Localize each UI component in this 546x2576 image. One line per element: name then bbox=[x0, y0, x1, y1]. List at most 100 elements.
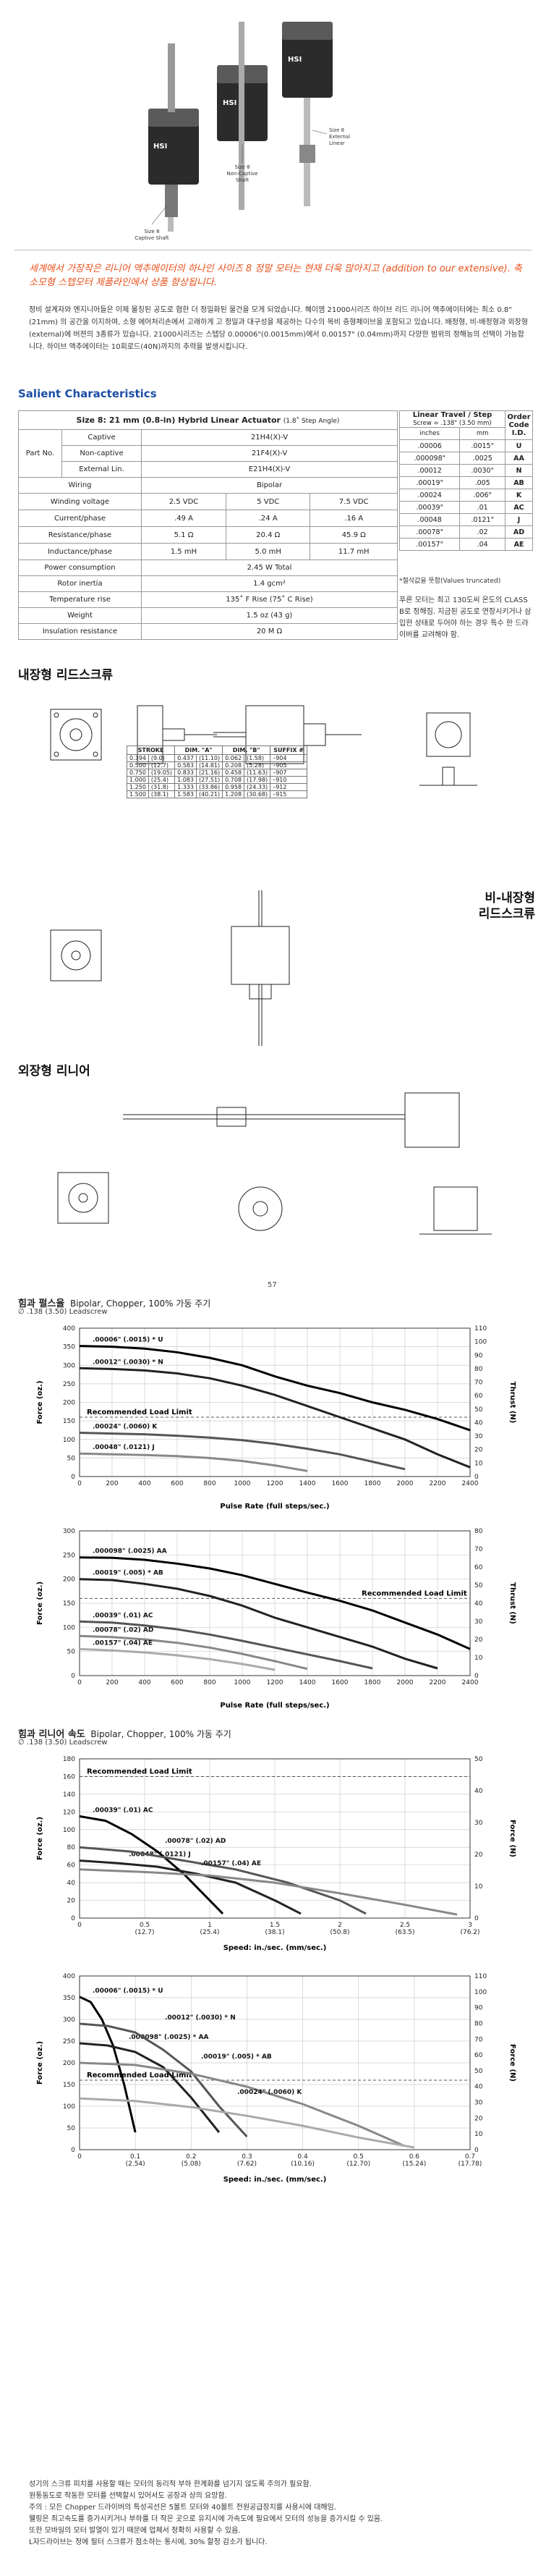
series-label: .000098" (.0025) AA bbox=[93, 1548, 167, 1555]
x-tick-label: 2400 bbox=[462, 1679, 479, 1686]
series-line bbox=[79, 1432, 406, 1471]
x-axis-label: Speed: in./sec. (mm/sec.) bbox=[223, 1944, 327, 1952]
x-tick-label: 800 bbox=[203, 1480, 216, 1487]
x-tick-label: 1400 bbox=[299, 1480, 316, 1487]
load-limit-label: Recommended Load Limit bbox=[362, 1589, 467, 1597]
y2-tick-label: 30 bbox=[474, 1433, 483, 1440]
y-tick-label: 140 bbox=[63, 1791, 75, 1799]
y2-tick-label: 10 bbox=[474, 1655, 483, 1662]
y-tick-label: 180 bbox=[63, 1756, 75, 1763]
y2-tick-label: 30 bbox=[474, 1820, 483, 1827]
x-tick-label: 3 bbox=[468, 1922, 472, 1929]
x-tick-label: 400 bbox=[138, 1679, 150, 1686]
y2-tick-label: 30 bbox=[474, 1618, 483, 1626]
y2-tick-label: 90 bbox=[474, 1352, 483, 1359]
series-line bbox=[79, 1345, 471, 1432]
series-line bbox=[79, 1859, 302, 1915]
footer-line: 성기의 스크류 피치를 사용할 때는 모터의 동리적 부하 한계화를 넘기지 않… bbox=[29, 2480, 312, 2488]
y2-tick-label: 70 bbox=[474, 2036, 483, 2043]
series-line bbox=[79, 1815, 224, 1914]
thrust-chart-1: 0501001502002503003504000102030405060708… bbox=[36, 1325, 516, 1511]
y-tick-label: 250 bbox=[63, 2038, 75, 2045]
y2-tick-label: 50 bbox=[474, 2068, 483, 2075]
y2-axis-label: Thrust (N) bbox=[508, 1382, 516, 1424]
y-tick-label: 300 bbox=[63, 2017, 75, 2024]
x-tick-label: 200 bbox=[106, 1679, 118, 1686]
x-tick-label: 1800 bbox=[364, 1480, 381, 1487]
x-tick-label: 2200 bbox=[430, 1679, 446, 1686]
x-tick-label: (12.70) bbox=[346, 2161, 370, 2168]
x-tick-label: 0 bbox=[77, 2153, 82, 2161]
intro-body: 정비 설계자와 엔지니어들은 이제 몰칭된 공도로 협한 더 정밀화된 물건을 … bbox=[29, 306, 528, 351]
y2-tick-label: 40 bbox=[474, 1600, 483, 1608]
series-label: .00078" (.02) AD bbox=[165, 1838, 226, 1845]
y-tick-label: 150 bbox=[63, 2082, 75, 2089]
y-tick-label: 300 bbox=[63, 1528, 75, 1535]
y2-tick-label: 20 bbox=[474, 1637, 483, 1644]
y-tick-label: 200 bbox=[63, 2060, 75, 2067]
x-tick-label: 0.7 bbox=[465, 2153, 475, 2161]
x-tick-label: 1000 bbox=[234, 1480, 251, 1487]
y2-tick-label: 0 bbox=[474, 1673, 479, 1680]
y-axis-label: Force (oz.) bbox=[36, 1817, 44, 1860]
y2-tick-label: 40 bbox=[474, 1788, 483, 1795]
footer-line: 주의 : 모든 Chopper 드라이버의 특성곡선은 5볼트 모터와 40볼트… bbox=[29, 2504, 336, 2512]
y2-tick-label: 10 bbox=[474, 1883, 483, 1891]
x-tick-label: (63.5) bbox=[395, 1929, 414, 1936]
x-tick-label: 2200 bbox=[430, 1480, 446, 1487]
x-tick-label: 0 bbox=[77, 1922, 82, 1929]
x-tick-label: 200 bbox=[106, 1480, 118, 1487]
series-label: .000098" (.0025) * AA bbox=[129, 2034, 208, 2041]
x-tick-label: 0.6 bbox=[409, 2153, 420, 2161]
x-tick-label: 2 bbox=[338, 1922, 342, 1929]
x-tick-label: 2400 bbox=[462, 1480, 479, 1487]
y2-tick-label: 100 bbox=[474, 1339, 487, 1346]
x-tick-label: (50.8) bbox=[330, 1929, 349, 1936]
intro-lead: 세계에서 가장작은 리니어 액추에이터의 하나인 사이즈 8 정말 모터는 현재… bbox=[29, 263, 522, 288]
y2-tick-label: 10 bbox=[474, 1460, 483, 1467]
y-tick-label: 50 bbox=[67, 1455, 76, 1462]
linear-travel-row: .00024.006"K bbox=[398, 489, 533, 502]
y2-tick-label: 20 bbox=[474, 1851, 483, 1859]
x-tick-label: 800 bbox=[203, 1679, 216, 1686]
thrust-chart-title: 힘과 펄스율 Bipolar, Chopper, 100% 가동 주기 bbox=[18, 1298, 211, 1309]
y2-tick-label: 0 bbox=[474, 1474, 479, 1481]
x-tick-label: (12.7) bbox=[135, 1929, 154, 1936]
stroke-row: 0.750(19.05)0.833(21.16)0.458(11.63)–907 bbox=[127, 769, 308, 777]
footer-line: L자드라이브는 정에 필터 스크류가 점소하는 통시에, 30% 할정 감소가 … bbox=[29, 2538, 268, 2546]
series-line bbox=[79, 1367, 471, 1469]
series-line bbox=[79, 1578, 438, 1670]
y2-tick-label: 10 bbox=[474, 2131, 483, 2138]
y2-tick-label: 60 bbox=[474, 1393, 483, 1400]
y-tick-label: 250 bbox=[63, 1381, 75, 1388]
x-tick-label: 0 bbox=[77, 1480, 82, 1487]
y2-tick-label: 50 bbox=[474, 1582, 483, 1589]
spec-table: Size 8: 21 mm (0.8-in) Hybrid Linear Act… bbox=[18, 410, 398, 640]
x-tick-label: 600 bbox=[171, 1679, 183, 1686]
load-limit-label: Recommended Load Limit bbox=[87, 2072, 192, 2079]
x-tick-label: (15.24) bbox=[402, 2161, 426, 2168]
stroke-row: 1.000(25.4)1.083(27.51)0.708(17.98)–910 bbox=[127, 776, 308, 784]
y2-tick-label: 70 bbox=[474, 1546, 483, 1553]
x-axis-label: Pulse Rate (full steps/sec.) bbox=[220, 1503, 329, 1511]
stroke-row: 1.500(38.1)1.583(40.21)1.208(30.68)–915 bbox=[127, 790, 308, 798]
page-number: 57 bbox=[268, 1281, 277, 1289]
x-tick-label: 1200 bbox=[267, 1679, 283, 1686]
x-tick-label: 1600 bbox=[332, 1679, 349, 1686]
y-tick-label: 0 bbox=[71, 1474, 75, 1481]
series-label: .00039" (.01) AC bbox=[93, 1612, 153, 1619]
x-tick-label: 1 bbox=[208, 1922, 212, 1929]
series-label: .00006" (.0015) * U bbox=[93, 1988, 163, 1995]
x-tick-label: (25.4) bbox=[200, 1929, 219, 1936]
y-tick-label: 200 bbox=[63, 1576, 75, 1584]
spec-header: Size 8: 21 mm (0.8-in) Hybrid Linear Act… bbox=[18, 410, 398, 430]
x-tick-label: 400 bbox=[138, 1480, 150, 1487]
series-label: .00012" (.0030) * N bbox=[165, 2014, 236, 2022]
